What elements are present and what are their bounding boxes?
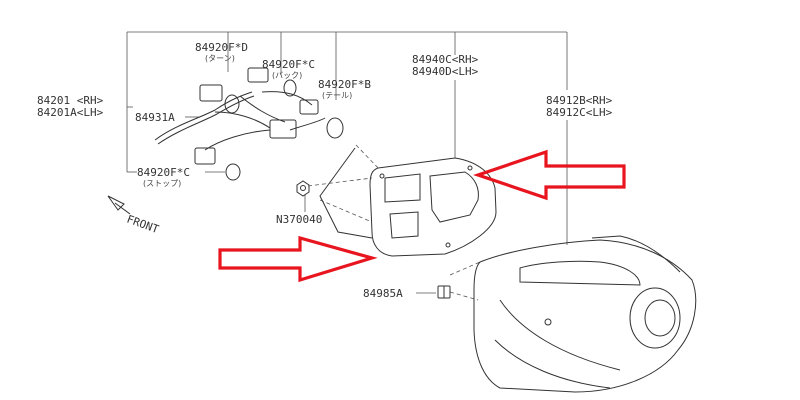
nut-icon: [296, 180, 310, 197]
turn-bulb-sub: (ターン): [205, 54, 235, 63]
stop-bulb-icon: [225, 163, 241, 181]
turn-bulb-code: 84920F*D: [195, 41, 248, 54]
lens-pointer-arrow: [218, 235, 378, 283]
nut-code: N370040: [276, 213, 322, 226]
leader-lines: [126, 31, 568, 294]
lamp-assy-rh: 84201 <RH>: [37, 94, 104, 107]
socket-harness: [154, 67, 326, 165]
tail-bulb-code: 84920F*B: [318, 78, 371, 91]
lamp-housing-outline: [319, 147, 373, 239]
gasket-plate: [369, 157, 497, 257]
tail-bulb-icon: [326, 117, 344, 139]
socket-code: 84931A: [135, 111, 175, 124]
lens-rh: 84912B<RH>: [546, 94, 613, 107]
stop-bulb-code: 84920F*C: [137, 166, 190, 179]
gasket-rh: 84940C<RH>: [412, 53, 479, 66]
gasket-lh: 84940D<LH>: [412, 65, 479, 78]
lamp-assy-lh: 84201A<LH>: [37, 106, 104, 119]
lamp-lens-housing: [473, 235, 697, 393]
backup-bulb-icon: [283, 79, 297, 97]
backup-bulb-code: 84920F*C: [262, 58, 315, 71]
lens-lh: 84912C<LH>: [546, 106, 613, 119]
bulbs: [224, 79, 344, 181]
dashed-assembly-lines: [307, 144, 481, 301]
gasket-pointer-arrow: [473, 149, 626, 201]
front-label: FRONT: [125, 213, 161, 237]
backup-bulb-sub: (バック): [272, 71, 302, 80]
turn-bulb-icon: [224, 94, 240, 114]
front-direction-indicator: FRONT: [107, 195, 161, 237]
stop-bulb-sub: (ストップ): [143, 179, 181, 188]
clip-icon: [437, 285, 451, 299]
clip-code: 84985A: [363, 287, 403, 300]
tail-bulb-sub: (テール): [322, 91, 352, 100]
